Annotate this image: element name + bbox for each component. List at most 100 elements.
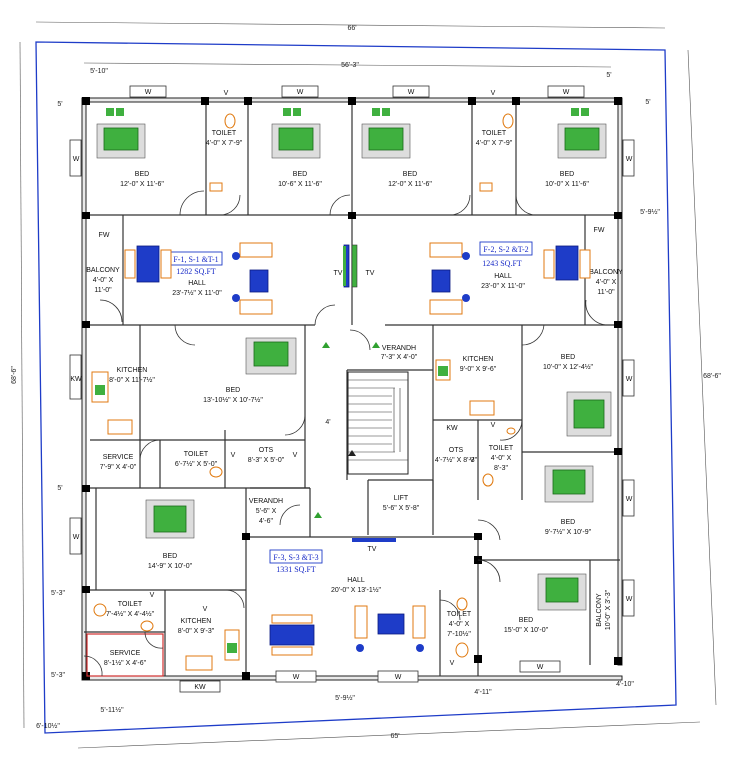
svg-text:BED: BED <box>560 171 574 178</box>
bed-icon <box>566 391 612 437</box>
room-toilet-t1: TOILET 4'-0" X 7'-9" <box>206 130 243 147</box>
room-bed-tl1: BED 12'-0" X 11'-6" <box>120 171 164 188</box>
toilet-icon <box>479 113 514 192</box>
svg-text:W: W <box>563 89 570 96</box>
svg-text:20'-0" X 13'-1½": 20'-0" X 13'-1½" <box>331 586 382 594</box>
room-hall-b: HALL 20'-0" X 13'-1½" <box>331 577 382 594</box>
dining-table-icon <box>269 614 315 656</box>
svg-text:LIFT: LIFT <box>394 495 409 502</box>
svg-text:9'-0" X 9'-6": 9'-0" X 9'-6" <box>460 366 497 373</box>
svg-text:W: W <box>395 674 402 681</box>
entry-markers <box>314 342 380 518</box>
svg-text:10'-0" X 3'-3": 10'-0" X 3'-3" <box>605 589 612 630</box>
tv-unit-icon <box>343 244 358 288</box>
room-bed-tr1: BED 12'-0" X 11'-6" <box>388 171 432 188</box>
toilet-icon <box>209 113 236 192</box>
kitchen-counter-icon <box>185 629 240 671</box>
svg-text:W: W <box>293 674 300 681</box>
dim-left-lower2: 5'-3" <box>51 672 65 679</box>
svg-text:7'-9" X 4'-0": 7'-9" X 4'-0" <box>100 464 137 471</box>
room-bed-lr2: BED 15'-0" X 10'-0" <box>504 617 549 634</box>
room-kitchen-b: KITCHEN 8'-0" X 9'-3" <box>178 618 215 635</box>
room-ots-l: OTS 8'-3" X 5'-0" <box>248 447 285 464</box>
svg-text:W: W <box>626 376 633 383</box>
dim-top-inner: 56'-3" <box>341 62 359 69</box>
svg-text:W: W <box>408 89 415 96</box>
svg-text:7'-4½" X 4'-4½": 7'-4½" X 4'-4½" <box>106 610 155 618</box>
toilet-icon <box>455 597 469 658</box>
sofa-icon <box>429 242 470 315</box>
room-bed-mr: BED 10'-0" X 12'-4½" <box>543 354 594 371</box>
svg-text:BED: BED <box>403 171 417 178</box>
svg-text:TOILET: TOILET <box>482 130 507 137</box>
svg-text:11'-0": 11'-0" <box>94 287 112 294</box>
room-balcony-l: BALCONY 4'-0" X 11'-0" FW <box>86 232 120 294</box>
svg-text:KITCHEN: KITCHEN <box>181 618 212 625</box>
svg-text:1243 SQ.FT: 1243 SQ.FT <box>482 259 522 268</box>
toilet-icon <box>93 603 154 632</box>
svg-text:V: V <box>293 452 298 459</box>
svg-text:TOILET: TOILET <box>184 451 209 458</box>
svg-text:1282 SQ.FT: 1282 SQ.FT <box>176 267 216 276</box>
fw-marker-right: FW <box>594 227 605 234</box>
room-hall-l: HALL 23'-7½" X 11'-0" <box>172 280 222 297</box>
svg-text:V: V <box>491 90 496 97</box>
staircase <box>347 371 409 475</box>
svg-text:W: W <box>297 89 304 96</box>
room-kitchen-r: KITCHEN 9'-0" X 9'-6" <box>460 356 497 373</box>
svg-text:HALL: HALL <box>347 577 365 584</box>
svg-text:5'-6" X: 5'-6" X <box>256 508 277 515</box>
svg-text:V: V <box>224 90 229 97</box>
room-balcony-r: BALCONY 4'-0" X 11'-0" FW <box>589 227 623 296</box>
kitchen-counter-icon <box>91 371 133 435</box>
svg-text:TOILET: TOILET <box>489 445 514 452</box>
svg-text:W: W <box>626 596 633 603</box>
room-kitchen-l: KITCHEN 8'-0" X 11'-7½" <box>109 367 155 384</box>
room-balcony-b: BALCONY 10'-0" X 3'-3" <box>596 589 612 630</box>
doors <box>83 190 609 677</box>
svg-text:4'-0" X 7'-9": 4'-0" X 7'-9" <box>476 140 513 147</box>
svg-text:23'-7½" X 11'-0": 23'-7½" X 11'-0" <box>172 289 222 297</box>
living-furniture <box>124 242 591 656</box>
svg-text:KITCHEN: KITCHEN <box>463 356 494 363</box>
svg-text:KW: KW <box>446 425 458 432</box>
svg-text:W: W <box>626 496 633 503</box>
svg-text:BED: BED <box>561 354 575 361</box>
room-toilet-bl: TOILET 7'-4½" X 4'-4½" <box>106 601 155 618</box>
toilet-icon <box>209 466 223 478</box>
room-hall-r: HALL 23'-0" X 11'-0" <box>481 273 525 290</box>
dim-right-upper: 5' <box>645 99 650 106</box>
fw-marker-left: FW <box>99 232 110 239</box>
dim-top-overall: 66' <box>347 25 356 32</box>
svg-text:4'-0" X: 4'-0" X <box>596 279 617 286</box>
svg-text:HALL: HALL <box>494 273 512 280</box>
bed-icon <box>96 108 146 159</box>
svg-text:BED: BED <box>561 519 575 526</box>
svg-text:SERVICE: SERVICE <box>110 650 141 657</box>
svg-text:8'-3": 8'-3" <box>494 465 508 472</box>
dim-bottom-mid: 5'-9½" <box>335 694 355 702</box>
room-verandh-l: VERANDH 5'-6" X 4'-6" <box>249 498 283 525</box>
svg-text:BALCONY: BALCONY <box>596 593 603 627</box>
dim-top-right-offset: 5' <box>606 72 611 79</box>
svg-text:4'-0" X: 4'-0" X <box>93 277 114 284</box>
svg-text:KW: KW <box>194 684 206 691</box>
svg-text:4'-7½" X 8'-3": 4'-7½" X 8'-3" <box>435 456 478 464</box>
dim-bottom-left: 5'-11½" <box>100 706 124 714</box>
dining-table-icon <box>543 245 591 281</box>
kitchen-counter-icon <box>435 359 495 416</box>
svg-text:VERANDH: VERANDH <box>249 498 283 505</box>
svg-text:W: W <box>145 89 152 96</box>
svg-text:OTS: OTS <box>259 447 274 454</box>
fittings <box>91 113 516 671</box>
dim-bottom-right-2: 4'-10" <box>616 681 634 688</box>
svg-text:10'-0" X 12'-4½": 10'-0" X 12'-4½" <box>543 363 594 371</box>
room-bed-ll: BED 14'-9" X 10'-0" <box>148 553 193 570</box>
svg-text:W: W <box>626 156 633 163</box>
svg-text:W: W <box>73 534 80 541</box>
dim-bottom-left-corner: 6'-10½" <box>36 722 60 730</box>
svg-text:V: V <box>203 606 208 613</box>
dim-left-upper: 5' <box>57 101 62 108</box>
dim-left-mid: 5' <box>57 485 62 492</box>
